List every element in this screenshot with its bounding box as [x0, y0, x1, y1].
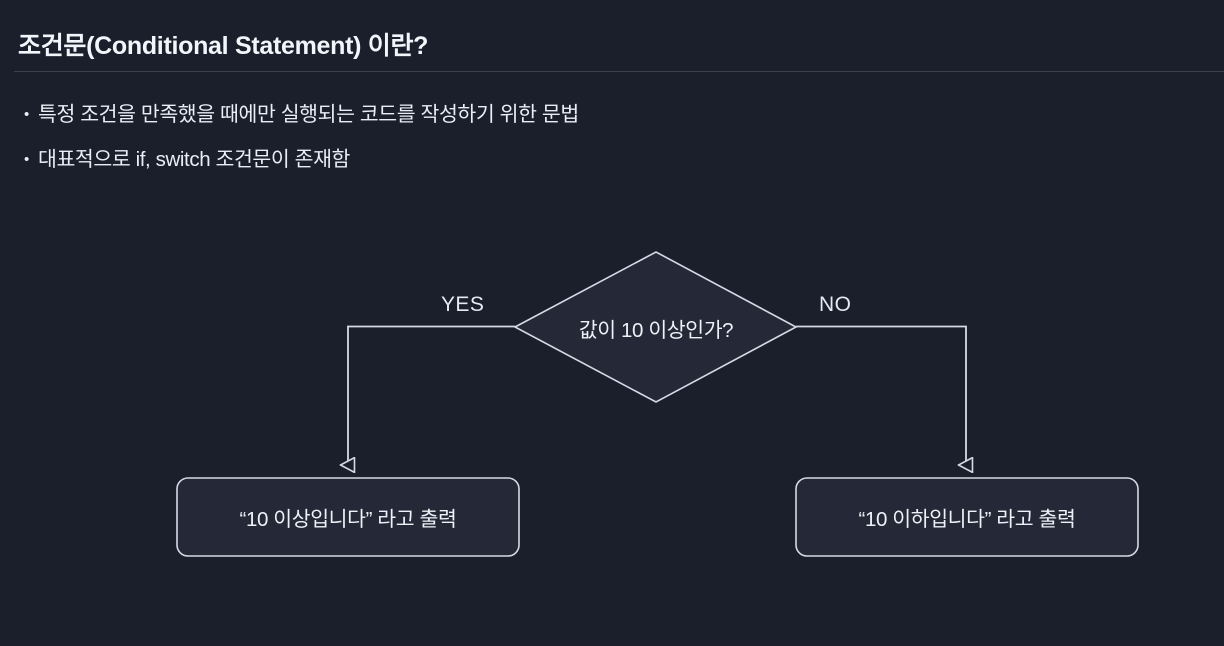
list-item-label: 대표적으로 if, switch 조건문이 존재함	[38, 148, 351, 171]
edge-no-connector	[796, 325, 966, 466]
page-title: 조건문(Conditional Statement) 이란?	[18, 32, 429, 60]
title-divider	[14, 71, 1224, 72]
process-box-right-shape	[795, 477, 1139, 557]
bullet-dot-icon: •	[24, 151, 29, 168]
edge-label-yes: YES	[441, 293, 485, 316]
list-item: • 특정 조건을 만족했을 때에만 실행되는 코드를 작성하기 위한 문법	[24, 92, 1124, 137]
edge-label-no: NO	[819, 293, 852, 316]
process-box-right-label: “10 이하입니다” 라고 출력	[858, 508, 1076, 531]
list-item-label: 특정 조건을 만족했을 때에만 실행되는 코드를 작성하기 위한 문법	[38, 103, 579, 126]
process-box-left-label: “10 이상입니다” 라고 출력	[239, 508, 457, 531]
list-item: • 대표적으로 if, switch 조건문이 존재함	[24, 137, 1124, 182]
bullet-dot-icon: •	[24, 106, 29, 123]
decision-diamond-label: 값이 10 이상인가?	[578, 319, 734, 342]
edge-yes-connector	[348, 325, 515, 466]
bullet-list: • 특정 조건을 만족했을 때에만 실행되는 코드를 작성하기 위한 문법 • …	[24, 92, 1124, 182]
process-box-left-shape	[176, 477, 520, 557]
